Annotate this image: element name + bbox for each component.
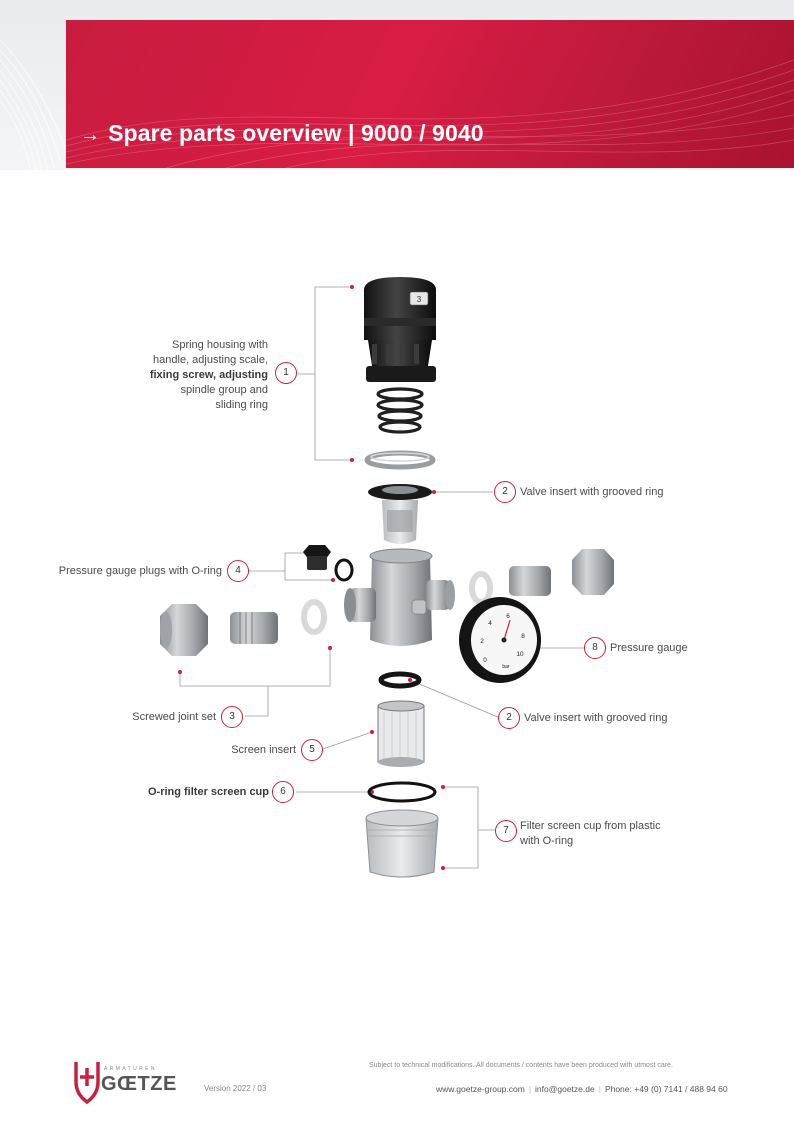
contact-line: www.goetze-group.com|info@goetze.de|Phon… bbox=[436, 1084, 728, 1094]
callout-1-marker: 1 bbox=[275, 362, 297, 384]
callout-3-label: Screwed joint set bbox=[132, 711, 216, 723]
callout-7-marker: 7 bbox=[495, 820, 517, 842]
spring-housing-part: 3 bbox=[364, 277, 436, 470]
screen-insert-part bbox=[377, 700, 425, 767]
callout-7-line-2: with O-ring bbox=[520, 835, 574, 847]
callout-1-line-3: fixing screw, adjusting bbox=[149, 369, 268, 381]
callout-5-label: Screen insert bbox=[231, 744, 296, 756]
filter-body-part bbox=[344, 548, 455, 646]
callout-2-bottom-marker: 2 bbox=[498, 707, 520, 729]
page-title-text: Spare parts overview | 9000 / 9040 bbox=[108, 120, 484, 146]
callout-5-marker: 5 bbox=[301, 739, 323, 761]
callout-8-marker: 8 bbox=[584, 637, 606, 659]
filter-cup-part bbox=[365, 809, 439, 878]
callout-2-bottom-label: Valve insert with grooved ring bbox=[524, 712, 668, 724]
page-title: → Spare parts overview | 9000 / 9040 bbox=[80, 120, 484, 147]
gauge-tick-10: 10 bbox=[516, 651, 524, 658]
leader-lines bbox=[179, 286, 585, 869]
pressure-gauge-part: 0 2 4 6 8 10 bar bbox=[459, 597, 541, 683]
handle-scale-value: 3 bbox=[417, 295, 422, 304]
callout-1-line-5: sliding ring bbox=[215, 399, 268, 411]
callout-2-top-label: Valve insert with grooved ring bbox=[520, 486, 664, 498]
o-ring-part bbox=[367, 781, 437, 803]
callout-4-marker: 4 bbox=[227, 560, 249, 582]
title-banner: → Spare parts overview | 9000 / 9040 bbox=[66, 20, 794, 168]
website-link[interactable]: www.goetze-group.com bbox=[436, 1084, 525, 1094]
disclaimer-note: Subject to technical modifications. All … bbox=[369, 1062, 673, 1069]
callout-7-line-1: Filter screen cup from plastic bbox=[520, 820, 661, 832]
callout-4-label: Pressure gauge plugs with O-ring bbox=[58, 565, 222, 577]
callout-6-label: O-ring filter screen cup bbox=[120, 785, 269, 800]
banner-wave-pattern bbox=[66, 59, 794, 168]
screwed-joint-left-part bbox=[160, 599, 327, 656]
gauge-tick-0: 0 bbox=[483, 657, 487, 664]
gauge-plug-part bbox=[303, 545, 354, 582]
callout-6-marker: 6 bbox=[272, 781, 294, 803]
valve-insert-bottom-part bbox=[378, 671, 422, 689]
version-text: Version 2022 / 03 bbox=[204, 1084, 267, 1093]
callout-1-line-1: Spring housing with bbox=[171, 339, 268, 351]
callout-8-label: Pressure gauge bbox=[610, 642, 688, 654]
goetze-shield-logo-icon bbox=[74, 1062, 100, 1104]
logo-wordmark: GŒTZE bbox=[101, 1073, 177, 1095]
callout-1-line-2: handle, adjusting scale, bbox=[153, 354, 268, 366]
gauge-tick-4: 4 bbox=[488, 620, 492, 627]
gauge-unit: bar bbox=[502, 664, 510, 670]
callout-1-line-4: spindle group and bbox=[180, 384, 268, 396]
email-link[interactable]: info@goetze.de bbox=[535, 1084, 595, 1094]
gauge-tick-2: 2 bbox=[480, 638, 484, 645]
callout-1-label: Spring housing with handle, adjusting sc… bbox=[140, 338, 268, 413]
gauge-tick-8: 8 bbox=[521, 633, 525, 640]
callout-2-top-marker: 2 bbox=[494, 481, 516, 503]
logo-subtitle: ARMATUREN bbox=[104, 1066, 157, 1072]
phone-text: Phone: +49 (0) 7141 / 488 94 60 bbox=[604, 1084, 728, 1094]
callout-7-label: Filter screen cup from plastic with O-ri… bbox=[520, 819, 661, 849]
screwed-joint-right-part bbox=[469, 549, 614, 605]
callout-6-label-text: O-ring filter screen cup bbox=[147, 786, 269, 798]
gauge-tick-6: 6 bbox=[506, 613, 510, 620]
header-wave-lines bbox=[0, 39, 67, 171]
callout-3-marker: 3 bbox=[221, 706, 243, 728]
arrow-right-icon: → bbox=[80, 124, 101, 146]
valve-insert-top-part bbox=[368, 484, 432, 544]
